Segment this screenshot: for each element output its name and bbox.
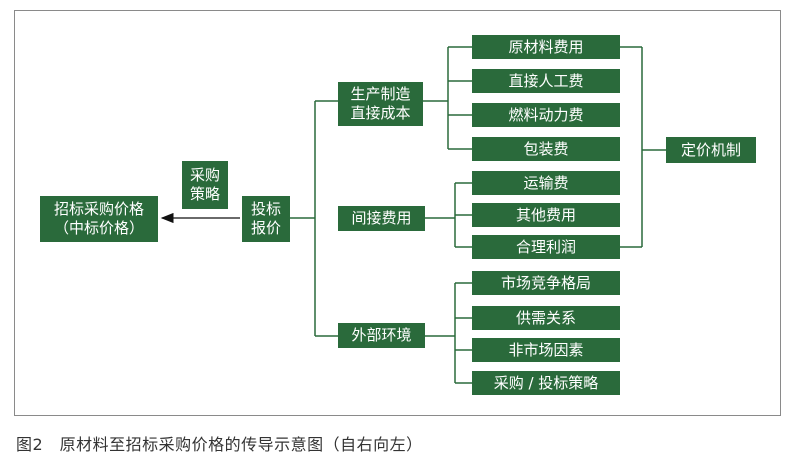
- node-non-market-factors: 非市场因素: [472, 338, 620, 362]
- node-indirect-cost: 间接费用: [338, 206, 425, 231]
- figure-frame: [14, 10, 781, 416]
- node-external-environment: 外部环境: [338, 323, 425, 348]
- node-fuel-power-cost: 燃料动力费: [472, 103, 620, 127]
- node-bid-quote: 投标 报价: [242, 196, 290, 242]
- node-packaging-cost: 包装费: [472, 137, 620, 161]
- node-raw-material-cost: 原材料费用: [472, 35, 620, 59]
- node-direct-labor-cost: 直接人工费: [472, 69, 620, 93]
- node-market-competition: 市场竞争格局: [472, 271, 620, 295]
- node-production-cost: 生产制造 直接成本: [338, 82, 423, 126]
- node-pricing-mechanism: 定价机制: [666, 137, 756, 163]
- node-supply-demand: 供需关系: [472, 306, 620, 330]
- node-transport-cost: 运输费: [472, 171, 620, 195]
- node-other-cost: 其他费用: [472, 203, 620, 227]
- node-procurement-strategy: 采购 策略: [182, 161, 228, 209]
- node-bid-price-result: 招标采购价格 （中标价格）: [40, 196, 158, 242]
- node-reasonable-profit: 合理利润: [472, 235, 620, 259]
- figure-caption: 图2 原材料至招标采购价格的传导示意图（自右向左）: [16, 435, 423, 454]
- node-procurement-bid-strategy: 采购 / 投标策略: [472, 371, 620, 395]
